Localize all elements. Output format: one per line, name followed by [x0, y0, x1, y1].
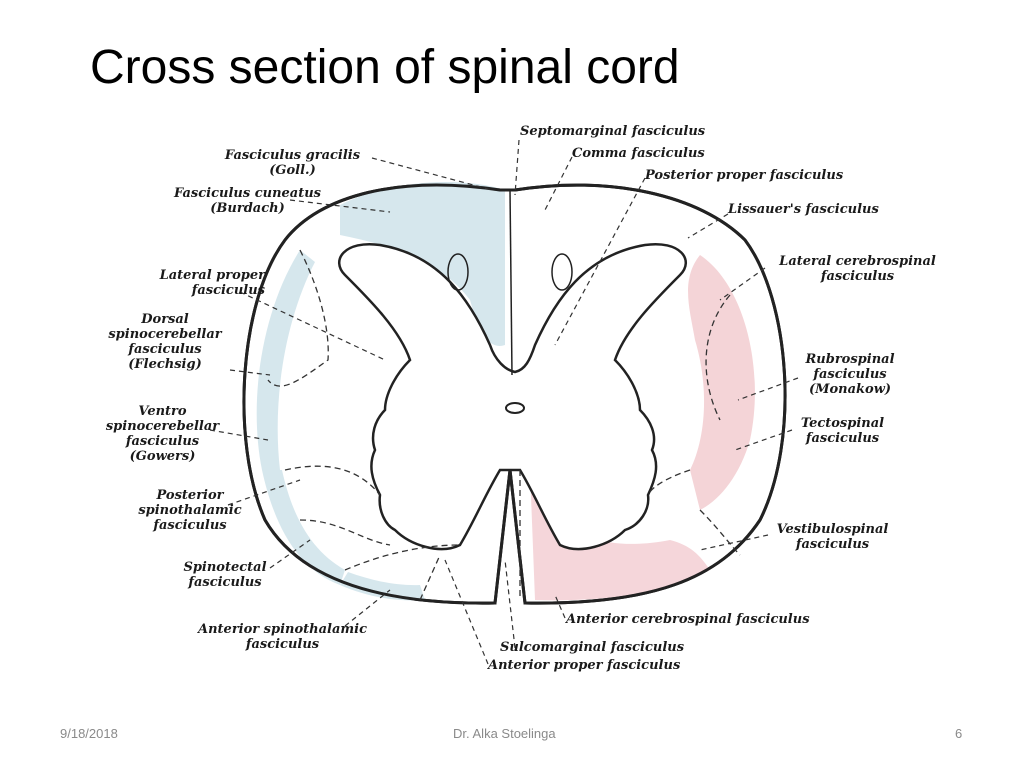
posterior-median-septum: [509, 189, 513, 376]
label-spinotectal: Spinotectal fasciculus: [183, 560, 267, 590]
label-dorsal-spinocerebellar: Dorsal spinocerebellar fasciculus (Flech…: [108, 312, 222, 372]
label-tectospinal: Tectospinal fasciculus: [800, 416, 885, 446]
gray-matter: [338, 242, 687, 551]
label-anterior-proper: Anterior proper fasciculus: [488, 658, 681, 673]
label-septomarginal: Septomarginal fasciculus: [520, 124, 706, 139]
label-comma: Comma fasciculus: [572, 146, 705, 161]
label-sulcomarginal: Sulcomarginal fasciculus: [500, 640, 685, 655]
label-lateral-proper-fasciculus: Lateral proper fasciculus: [159, 268, 265, 298]
anterior-cerebrospinal-region: [530, 470, 710, 601]
lateral-cerebrospinal-region: [688, 255, 755, 510]
slide-title: Cross section of spinal cord: [90, 41, 680, 94]
label-anterior-spinothalamic: Anterior spinothalamic fasciculus: [198, 622, 367, 652]
label-posterior-proper: Posterior proper fasciculus: [645, 168, 844, 183]
ventro-spinocerebellar-region: [262, 470, 345, 585]
label-fasciculus-cuneatus: Fasciculus cuneatus (Burdach): [173, 186, 321, 216]
label-lissauer: Lissauer's fasciculus: [728, 202, 879, 217]
footer-date: 9/18/2018: [60, 726, 118, 741]
label-rubrospinal: Rubrospinal fasciculus (Monakow): [805, 352, 895, 397]
central-canal: [505, 402, 525, 414]
label-vestibulospinal: Vestibulospinal fasciculus: [776, 522, 889, 552]
label-lateral-cerebrospinal: Lateral cerebrospinal fasciculus: [779, 254, 936, 284]
label-fasciculus-gracilis: Fasciculus gracilis (Goll.): [224, 148, 361, 178]
label-anterior-cerebrospinal: Anterior cerebrospinal fasciculus: [566, 612, 810, 627]
dorsal-spinocerebellar-region: [256, 250, 315, 470]
label-posterior-spinothalamic: Posterior spinothalamic fasciculus: [138, 488, 242, 533]
anterior-spinothalamic-region: [340, 572, 425, 601]
footer-author: Dr. Alka Stoelinga: [453, 726, 556, 741]
label-ventro-spinocerebellar: Ventro spinocerebellar fasciculus (Gower…: [105, 404, 220, 464]
footer-page-number: 6: [955, 726, 963, 741]
fasciculus-gracilis-cuneatus-region: [340, 182, 505, 346]
